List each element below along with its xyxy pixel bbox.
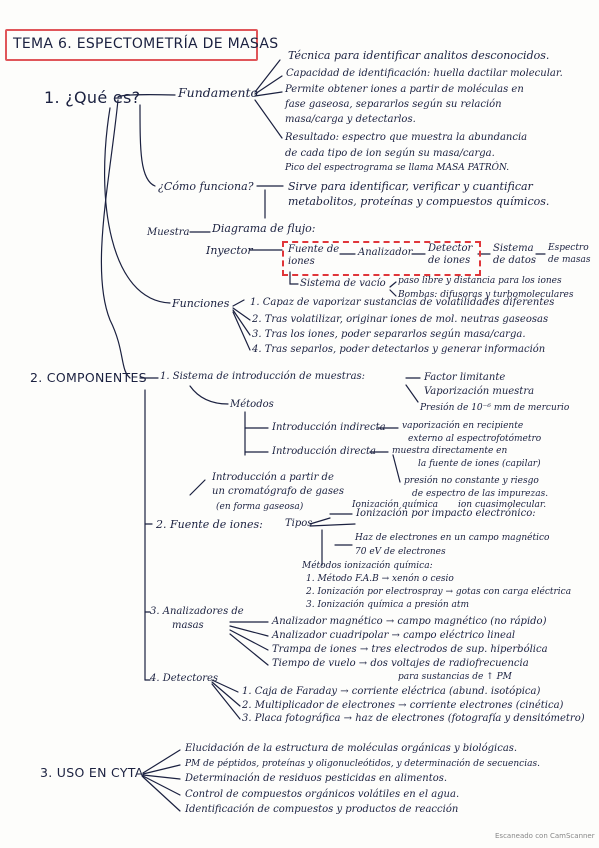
detector-label-a: Detector [428, 243, 473, 254]
directa-detail-4: de espectro de las impurezas. [412, 489, 549, 499]
componente-3a: 3. Analizadores de [150, 606, 244, 617]
muestra-label: Muestra [147, 227, 190, 238]
uso-1: Elucidación de la estructura de molécula… [185, 743, 518, 754]
impacto-detail-1: Haz de electrones en un campo magnético [355, 533, 550, 543]
cromatografo-2: un cromatógrafo de gases [212, 486, 345, 497]
indirecta-detail-2: externo al espectrofotómetro [408, 434, 542, 444]
fundamento-item-4b: de cada tipo de ion según su masa/carga. [285, 148, 495, 159]
analizador-4b: para sustancias de ↑ PM [398, 672, 512, 682]
espectro-label-a: Espectro [548, 243, 589, 253]
cromatografo-3: (en forma gaseosa) [216, 502, 304, 512]
fundamento-item-2: Capacidad de identificación: huella dact… [286, 68, 563, 79]
metodo-quimico-1: 1. Método F.A.B → xenón o cesio [306, 574, 454, 584]
section-3-heading: 3. USO EN CYTA [40, 765, 144, 780]
page-title: TEMA 6. ESPECTOMETRÍA DE MASAS [13, 36, 279, 52]
uso-2: PM de péptidos, proteínas y oligonucleót… [185, 759, 540, 769]
detector-1: 1. Caja de Faraday → corriente eléctrica… [242, 686, 541, 697]
componente-2: 2. Fuente de iones: [156, 518, 263, 531]
vaporizacion-muestra: Vaporización muestra [424, 386, 535, 397]
funcion-4: 4. Tras separlos, poder detectarlos y ge… [252, 344, 546, 355]
funcion-3: 3. Tras los iones, poder separarlos segú… [252, 329, 526, 340]
inyector-label: Inyector [206, 244, 253, 257]
metodos-ionizacion: Métodos ionización química: [302, 561, 433, 571]
cromatografo-1: Introducción a partir de [212, 472, 334, 483]
analizador-3: Trampa de iones → tres electrodos de sup… [272, 644, 548, 655]
fuente-label-b: iones [288, 256, 315, 267]
factor-limitante: Factor limitante [424, 372, 506, 383]
espectro-label-b: de masas [548, 255, 591, 265]
fundamento-item-4c: Pico del espectrograma se llama MASA PAT… [285, 163, 510, 173]
impacto-detail-2: 70 eV de electrones [355, 547, 446, 557]
uso-4: Control de compuestos orgánicos volátile… [185, 789, 460, 800]
presion-label: Presión de 10⁻⁶ mm de mercurio [420, 403, 570, 413]
analizador-2: Analizador cuadripolar → campo eléctrico… [272, 630, 516, 641]
funciones-label: Funciones [172, 297, 230, 310]
flow-dashed-box [282, 241, 481, 276]
fundamento-label: Fundamento [178, 85, 259, 100]
section-2-heading: 2. COMPONENTES [30, 370, 147, 385]
como-item-1b: metabolitos, proteínas y compuestos quím… [288, 195, 550, 208]
directa-detail-1: muestra directamente en [392, 446, 508, 456]
metodo-quimico-3: 3. Ionización química a presión atm [306, 600, 470, 610]
title-box [5, 29, 258, 61]
section-1-heading: 1. ¿Qué es? [44, 88, 141, 107]
tipos-label: Tipos [285, 518, 313, 529]
detector-2: 2. Multiplicador de electrones → corrien… [242, 700, 564, 711]
sistema-datos-b: de datos [493, 255, 537, 266]
componente-3b: masas [172, 620, 204, 631]
scanner-footer: Escaneado con CamScanner [495, 832, 595, 840]
fuente-label-a: Fuente de [288, 244, 340, 255]
diagrama-label: Diagrama de flujo: [212, 222, 316, 235]
uso-5: Identificación de compuestos y productos… [185, 804, 459, 815]
detector-3: 3. Placa fotográfica → haz de electrones… [242, 713, 585, 724]
componente-4: 4. Detectores [150, 673, 219, 684]
como-funciona-label: ¿Cómo funciona? [158, 180, 254, 193]
analizador-4a: Tiempo de vuelo → dos voltajes de radiof… [272, 658, 529, 669]
funcion-1: 1. Capaz de vaporizar sustancias de vola… [250, 297, 555, 308]
introduccion-indirecta: Introducción indirecta [272, 422, 386, 433]
indirecta-detail-1: vaporización en recipiente [402, 421, 524, 431]
analizador-label: Analizador [358, 247, 413, 258]
detector-label-b: de iones [428, 255, 471, 266]
analizador-1: Analizador magnético → campo magnético (… [272, 616, 547, 627]
vacio-label: Sistema de vacío [300, 278, 386, 289]
vacio-item-2: Bombas: difusoras y turbomoleculares [398, 290, 574, 300]
fundamento-item-3b: fase gaseosa, separarlos según su relaci… [285, 99, 502, 110]
metodos-label: Métodos [230, 399, 274, 410]
sistema-datos-a: Sistema [493, 243, 534, 254]
ionizacion-quimica: Ionización química [352, 500, 439, 510]
componente-1: 1. Sistema de introducción de muestras: [160, 371, 366, 382]
introduccion-directa: Introducción directa [272, 446, 376, 457]
como-item-1a: Sirve para identificar, verificar y cuan… [288, 180, 533, 193]
uso-3: Determinación de residuos pesticidas en … [185, 773, 448, 784]
funcion-2: 2. Tras volatilizar, originar iones de m… [252, 314, 549, 325]
fundamento-item-4a: Resultado: espectro que muestra la abund… [285, 132, 528, 143]
directa-detail-2: la fuente de iones (capilar) [418, 459, 541, 469]
metodo-quimico-2: 2. Ionización por electrospray → gotas c… [306, 587, 572, 597]
directa-detail-3: presión no constante y riesgo [404, 476, 539, 486]
ionizacion-quimica-result: ion cuasimolecular. [458, 500, 547, 510]
vacio-item-1: paso libre y distancia para los iones [398, 276, 562, 286]
impacto-electronico: Ionización por impacto electrónico: [356, 508, 536, 519]
fundamento-item-3c: masa/carga y detectarlos. [285, 114, 416, 125]
fundamento-item-1: Técnica para identificar analitos descon… [288, 49, 550, 62]
fundamento-item-3a: Permite obtener iones a partir de molécu… [285, 84, 524, 95]
